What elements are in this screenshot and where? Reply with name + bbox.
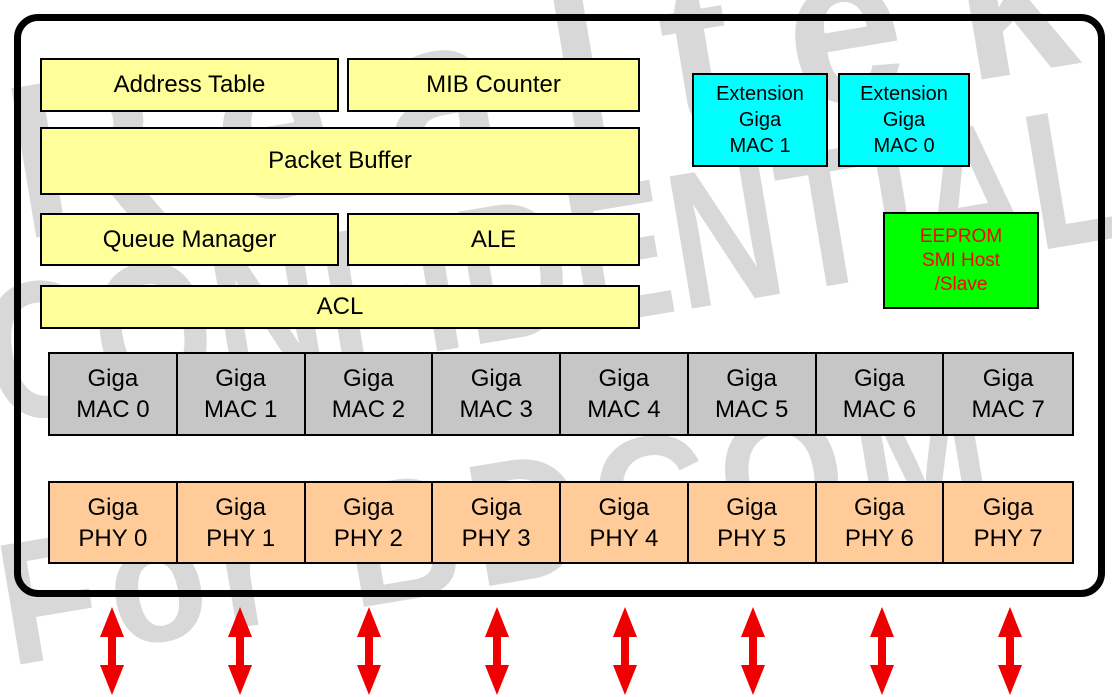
- giga-mac-cell-line1: Giga: [470, 365, 522, 392]
- giga-phy-cell-line1: Giga: [215, 493, 266, 521]
- extension-giga-mac-0-block: Extension Giga MAC 0: [838, 73, 970, 167]
- giga-phy-cell-line1: Giga: [87, 493, 139, 521]
- giga-mac-cell-line2: MAC 7: [971, 396, 1045, 423]
- bidirectional-port-arrow-icon: [740, 607, 766, 695]
- giga-mac-cell-line1: Giga: [982, 365, 1034, 392]
- giga-phy-cell-line2: PHY 7: [973, 524, 1043, 552]
- giga-phy-cell-line2: PHY 5: [717, 524, 787, 552]
- bidirectional-port-arrow-icon: [997, 607, 1023, 695]
- chip-boundary-outline: [14, 14, 1105, 597]
- extension-giga-mac-0-line2: Giga: [882, 109, 926, 131]
- giga-mac-cell-line2: MAC 5: [714, 396, 789, 423]
- extension-giga-mac-1-line3: MAC 1: [729, 135, 791, 157]
- giga-phy-cell-line2: PHY 0: [78, 524, 148, 552]
- giga-mac-cell-line1: Giga: [87, 365, 139, 392]
- eeprom-smi-host-slave-block: EEPROM SMI Host /Slave: [883, 212, 1039, 309]
- extension-giga-mac-1-block: Extension Giga MAC 1: [692, 73, 828, 167]
- giga-mac-cell-line2: MAC 6: [842, 396, 917, 423]
- extension-giga-mac-0-line1: Extension: [860, 83, 948, 105]
- giga-phy-cell-line1: Giga: [982, 493, 1034, 521]
- giga-mac-cell-line2: MAC 4: [587, 396, 661, 423]
- giga-mac-cell-line2: MAC 3: [459, 396, 533, 423]
- bidirectional-port-arrow-icon: [227, 607, 253, 695]
- giga-phy-cell-line2: PHY 3: [461, 524, 531, 552]
- giga-phy-cell-line1: Giga: [343, 493, 394, 521]
- eeprom-line2: SMI Host: [921, 249, 1001, 271]
- giga-mac-cell-line1: Giga: [343, 365, 394, 392]
- giga-mac-cell-line1: Giga: [215, 365, 266, 392]
- packet-buffer-block: Packet Buffer: [40, 127, 640, 195]
- eeprom-line3: /Slave: [934, 273, 988, 295]
- giga-phy-cell-line2: PHY 2: [333, 524, 403, 552]
- giga-mac-cell-line1: Giga: [598, 365, 650, 392]
- giga-phy-cell-line2: PHY 4: [589, 524, 659, 552]
- giga-phy-cell-line2: PHY 6: [844, 524, 914, 552]
- giga-phy-cell-line1: Giga: [854, 493, 905, 521]
- bidirectional-port-arrow-icon: [99, 607, 125, 695]
- bidirectional-port-arrow-icon: [484, 607, 510, 695]
- giga-mac-cell-line2: MAC 1: [203, 396, 278, 423]
- giga-phy-cell-line1: Giga: [726, 493, 777, 521]
- giga-mac-cell-line1: Giga: [726, 365, 777, 392]
- giga-mac-cell-line1: Giga: [854, 365, 905, 392]
- giga-mac-cell-line2: MAC 2: [331, 396, 406, 423]
- giga-phy-cell-line1: Giga: [598, 493, 650, 521]
- ale-block: ALE: [347, 213, 640, 266]
- extension-giga-mac-0-line3: MAC 0: [873, 135, 935, 157]
- queue-manager-block: Queue Manager: [40, 213, 339, 266]
- giga-phy-cell-line2: PHY 1: [206, 524, 276, 552]
- eeprom-line1: EEPROM: [919, 225, 1003, 247]
- bidirectional-port-arrow-icon: [612, 607, 638, 695]
- bidirectional-port-arrow-icon: [356, 607, 382, 695]
- acl-block: ACL: [40, 285, 640, 329]
- bidirectional-port-arrow-icon: [869, 607, 895, 695]
- giga-phy-cell-line1: Giga: [470, 493, 522, 521]
- extension-giga-mac-1-line1: Extension: [716, 83, 804, 105]
- extension-giga-mac-1-line2: Giga: [738, 109, 782, 131]
- mib-counter-block: MIB Counter: [347, 58, 640, 112]
- giga-mac-cell-line2: MAC 0: [76, 396, 150, 423]
- address-table-block: Address Table: [40, 58, 339, 112]
